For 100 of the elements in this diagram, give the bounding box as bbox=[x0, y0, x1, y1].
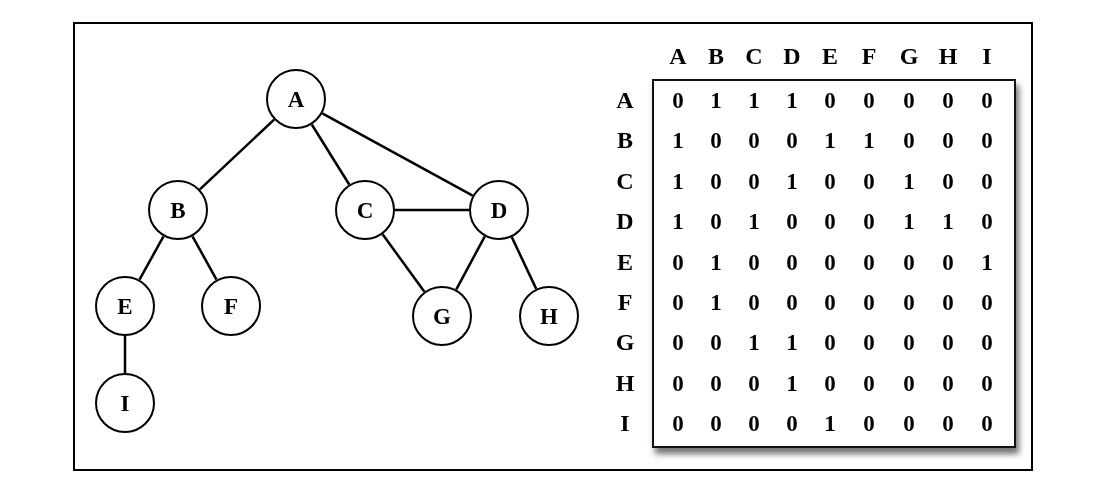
row-header: G bbox=[615, 330, 635, 355]
matrix-value: 0 bbox=[942, 371, 954, 395]
matrix-value: 1 bbox=[786, 371, 798, 395]
matrix-value: 0 bbox=[786, 209, 798, 233]
matrix-value: 0 bbox=[748, 371, 760, 395]
matrix-value: 1 bbox=[748, 209, 760, 233]
matrix-value: 0 bbox=[903, 330, 915, 354]
edge-line bbox=[395, 208, 469, 212]
edge-line bbox=[310, 123, 351, 186]
matrix-value: 0 bbox=[824, 169, 836, 193]
matrix-value: 0 bbox=[672, 330, 684, 354]
matrix-value: 1 bbox=[903, 209, 915, 233]
matrix-value: 0 bbox=[710, 371, 722, 395]
edge-line bbox=[321, 112, 474, 197]
matrix-value: 0 bbox=[981, 371, 993, 395]
matrix-value: 0 bbox=[981, 290, 993, 314]
matrix-value: 0 bbox=[942, 128, 954, 152]
matrix-value: 1 bbox=[748, 330, 760, 354]
node-label: C bbox=[356, 198, 374, 222]
matrix-value: 0 bbox=[748, 250, 760, 274]
node-label: E bbox=[117, 294, 133, 318]
matrix-value: 0 bbox=[863, 88, 875, 112]
matrix-value: 0 bbox=[710, 330, 722, 354]
node-label: D bbox=[490, 198, 508, 222]
row-header: C bbox=[616, 168, 634, 193]
matrix-value: 0 bbox=[942, 169, 954, 193]
matrix-value: 0 bbox=[710, 209, 722, 233]
node-circle bbox=[412, 286, 472, 346]
matrix-value: 0 bbox=[672, 411, 684, 435]
matrix-value: 0 bbox=[981, 411, 993, 435]
matrix-value: 0 bbox=[863, 250, 875, 274]
matrix-value: 0 bbox=[903, 128, 915, 152]
matrix-value: 0 bbox=[710, 169, 722, 193]
node-label: I bbox=[120, 391, 130, 415]
node-circle bbox=[148, 180, 208, 240]
column-header: I bbox=[982, 44, 992, 68]
matrix-value: 0 bbox=[748, 290, 760, 314]
edge-line bbox=[199, 118, 275, 191]
matrix-value: 1 bbox=[942, 209, 954, 233]
node-circle bbox=[95, 373, 155, 433]
edge-line bbox=[123, 336, 127, 373]
row-header: H bbox=[615, 370, 635, 395]
matrix-value: 0 bbox=[981, 169, 993, 193]
matrix-value: 1 bbox=[981, 250, 993, 274]
matrix-value: 0 bbox=[942, 330, 954, 354]
matrix-value: 0 bbox=[863, 290, 875, 314]
matrix-value: 0 bbox=[863, 169, 875, 193]
matrix-value: 1 bbox=[824, 411, 836, 435]
matrix-value: 0 bbox=[824, 290, 836, 314]
node-circle bbox=[201, 276, 261, 336]
row-header: B bbox=[617, 128, 633, 153]
row-header: A bbox=[616, 88, 634, 112]
matrix-value: 0 bbox=[672, 290, 684, 314]
matrix-value: 0 bbox=[981, 209, 993, 233]
matrix-value: 0 bbox=[981, 88, 993, 112]
node-circle bbox=[266, 69, 326, 129]
matrix-value: 0 bbox=[942, 411, 954, 435]
node-circle bbox=[95, 276, 155, 336]
edge-line bbox=[510, 236, 538, 290]
matrix-value: 0 bbox=[748, 128, 760, 152]
matrix-value: 0 bbox=[863, 411, 875, 435]
node-label: A bbox=[287, 87, 305, 111]
matrix-value: 1 bbox=[710, 290, 722, 314]
matrix-value: 0 bbox=[824, 88, 836, 112]
column-header: A bbox=[669, 44, 687, 68]
matrix-value: 0 bbox=[748, 411, 760, 435]
column-header: E bbox=[822, 44, 838, 68]
matrix-value: 1 bbox=[903, 169, 915, 193]
matrix-value: 0 bbox=[672, 250, 684, 274]
matrix-value: 1 bbox=[710, 88, 722, 112]
matrix-value: 0 bbox=[903, 371, 915, 395]
matrix-value: 1 bbox=[786, 169, 798, 193]
matrix-value: 0 bbox=[981, 330, 993, 354]
matrix-value: 1 bbox=[786, 330, 798, 354]
node-label: H bbox=[540, 304, 558, 328]
matrix-value: 0 bbox=[824, 209, 836, 233]
matrix-value: 0 bbox=[942, 290, 954, 314]
matrix-value: 0 bbox=[710, 128, 722, 152]
matrix-value: 1 bbox=[672, 128, 684, 152]
matrix-value: 0 bbox=[903, 88, 915, 112]
node-label: G bbox=[433, 304, 451, 328]
matrix-value: 0 bbox=[672, 88, 684, 112]
matrix-value: 1 bbox=[786, 88, 798, 112]
matrix-value: 0 bbox=[710, 411, 722, 435]
matrix-value: 0 bbox=[672, 371, 684, 395]
column-header: C bbox=[745, 44, 763, 68]
row-header: F bbox=[617, 290, 633, 314]
matrix-value: 0 bbox=[942, 250, 954, 274]
matrix-value: 0 bbox=[786, 250, 798, 274]
matrix-value: 0 bbox=[786, 290, 798, 314]
edge-line bbox=[191, 235, 218, 281]
node-circle bbox=[519, 286, 579, 346]
matrix-value: 1 bbox=[672, 209, 684, 233]
row-header: D bbox=[616, 209, 634, 234]
matrix-value: 0 bbox=[903, 411, 915, 435]
matrix-value: 0 bbox=[824, 330, 836, 354]
matrix-value: 0 bbox=[748, 169, 760, 193]
row-header: E bbox=[617, 249, 633, 274]
matrix-value: 0 bbox=[824, 371, 836, 395]
matrix-value: 0 bbox=[942, 88, 954, 112]
